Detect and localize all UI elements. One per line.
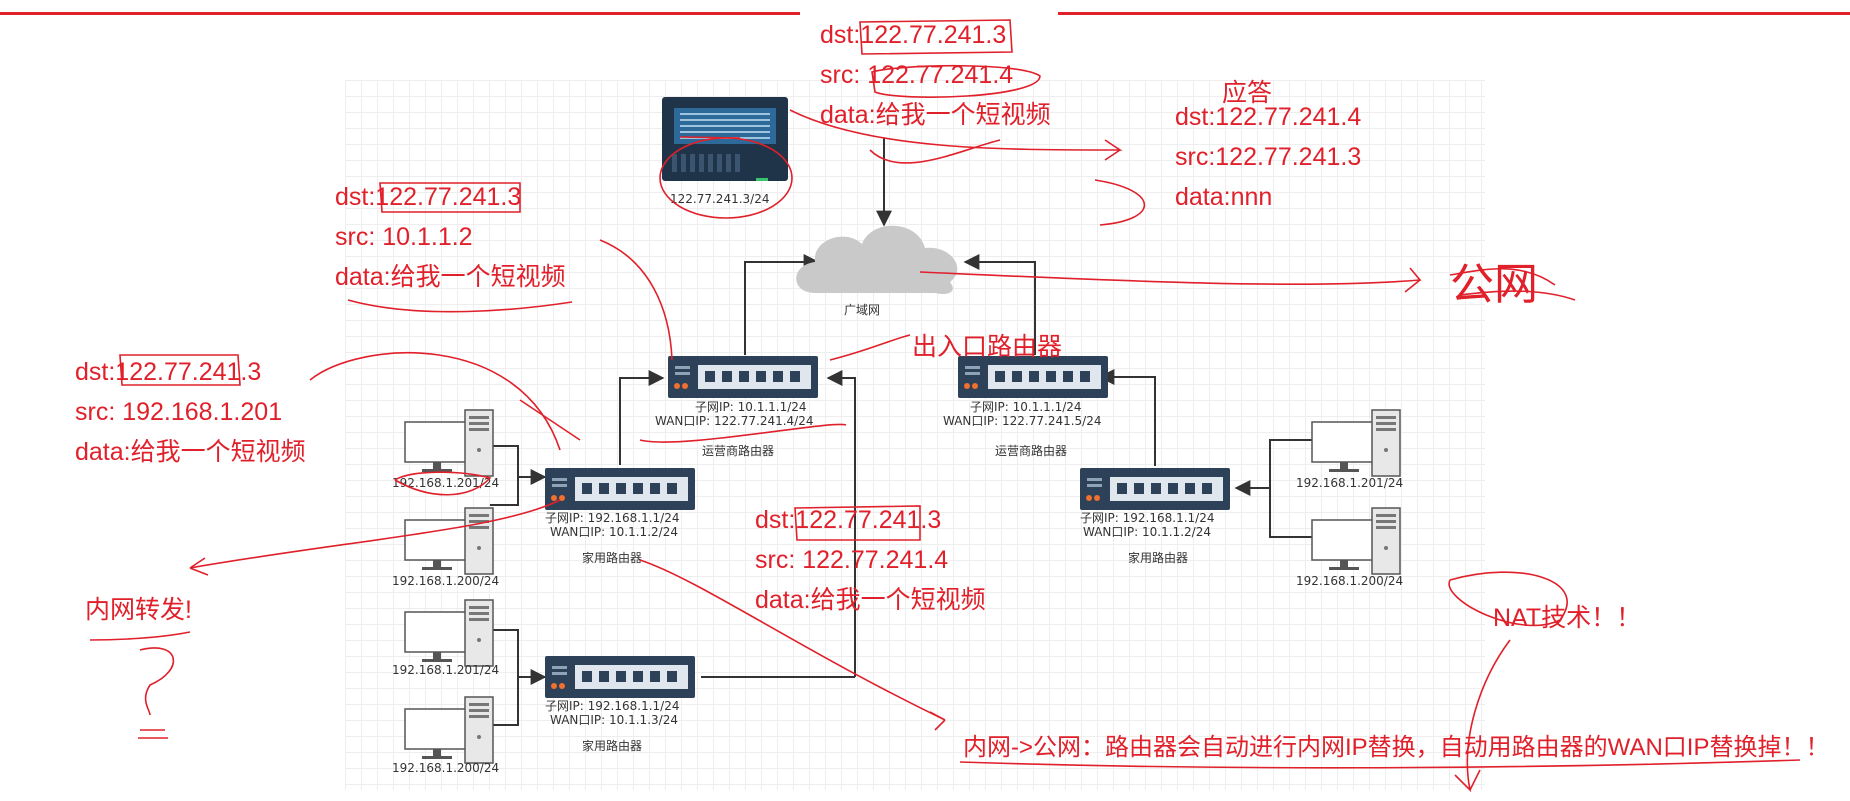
note-packet-left: dst:122.77.241.3 src: 192.168.1.201 data… [75,352,306,472]
pc-icon [1311,409,1401,477]
server-icon [662,97,788,181]
packet-top-src: src: 122.77.241.4 [820,61,1014,89]
isp-left-subnet: 子网IP: 10.1.1.1/24 [695,400,807,414]
home-router-2-icon [545,656,695,698]
note-packet-mid: dst:122.77.241.3 src: 10.1.1.2 data:给我一个… [335,177,566,297]
packet-center-dst: dst:122.77.241.3 [755,506,942,534]
isp-right-wan: WAN口IP: 122.77.241.5/24 [943,414,1102,428]
home-right-wan: WAN口IP: 10.1.1.2/24 [1083,525,1211,539]
note-nat: NAT技术！！ [1493,604,1642,632]
home2-subnet: 子网IP: 192.168.1.1/24 [545,699,679,713]
home-router-right-icon [1080,468,1230,510]
note-response: dst:122.77.241.4 src:122.77.241.3 data:n… [1175,97,1361,217]
packet-mid-data: data:给我一个短视频 [335,263,566,291]
packet-mid-src: src: 10.1.1.2 [335,223,473,251]
note-intranet-forward: 内网转发! [85,596,192,624]
pc-icon [1311,507,1401,575]
note-packet-center: dst:122.77.241.3 src: 122.77.241.4 data:… [755,500,986,620]
note-packet-top: dst:122.77.241.3 src: 122.77.241.4 data:… [820,15,1051,135]
packet-center-src: src: 122.77.241.4 [755,546,949,574]
note-conclusion: 内网->公网：路由器会自动进行内网IP替换，自动用路由器的WAN口IP替换掉！！ [963,734,1830,761]
packet-mid-dst: dst:122.77.241.3 [335,183,522,211]
right-pc-top-ip: 192.168.1.201/24 [1296,476,1403,490]
isp-left-name: 运营商路由器 [702,443,774,458]
home1-pc-bottom-ip: 192.168.1.200/24 [392,574,499,588]
cloud-icon [796,225,958,294]
pc-icon [404,507,494,575]
pc-icon [404,599,494,667]
packet-left-data: data:给我一个短视频 [75,438,306,466]
home2-pc-bottom-ip: 192.168.1.200/24 [392,761,499,775]
response-data: data:nnn [1175,183,1273,211]
pc-icon [404,409,494,477]
note-exit-router: 出入口路由器 [912,333,1063,361]
packet-center-data: data:给我一个短视频 [755,586,986,614]
cloud-label: 广域网 [844,303,880,317]
home-right-subnet: 子网IP: 192.168.1.1/24 [1080,511,1214,525]
note-response-title: 应答 [1222,79,1273,107]
server-ip-label: 122.77.241.3/24 [670,192,769,206]
home1-pc-top-ip: 192.168.1.201/24 [392,476,499,490]
home-router-1-icon [545,468,695,510]
isp-right-name: 运营商路由器 [995,443,1067,458]
packet-top-data: data:给我一个短视频 [820,101,1051,129]
isp-router-left-icon [668,356,818,398]
isp-right-subnet: 子网IP: 10.1.1.1/24 [970,400,1082,414]
home1-subnet: 子网IP: 192.168.1.1/24 [545,511,679,525]
packet-left-src: src: 192.168.1.201 [75,398,283,426]
response-src: src:122.77.241.3 [1175,143,1362,171]
response-dst: dst:122.77.241.4 [1175,103,1362,131]
home1-name: 家用路由器 [582,550,642,565]
red-annotation-strokes [89,19,1801,793]
packet-top-dst: dst:122.77.241.3 [820,21,1007,49]
home2-name: 家用路由器 [582,738,642,753]
home-right-name: 家用路由器 [1128,550,1188,565]
isp-left-wan: WAN口IP: 122.77.241.4/24 [655,414,814,428]
right-pc-bottom-ip: 192.168.1.200/24 [1296,574,1403,588]
note-public-net: 公网 [1450,260,1538,309]
pc-icon [404,696,494,764]
home1-wan: WAN口IP: 10.1.1.2/24 [550,525,678,539]
packet-left-dst: dst:122.77.241.3 [75,358,262,386]
home2-pc-top-ip: 192.168.1.201/24 [392,663,499,677]
home2-wan: WAN口IP: 10.1.1.3/24 [550,713,678,727]
